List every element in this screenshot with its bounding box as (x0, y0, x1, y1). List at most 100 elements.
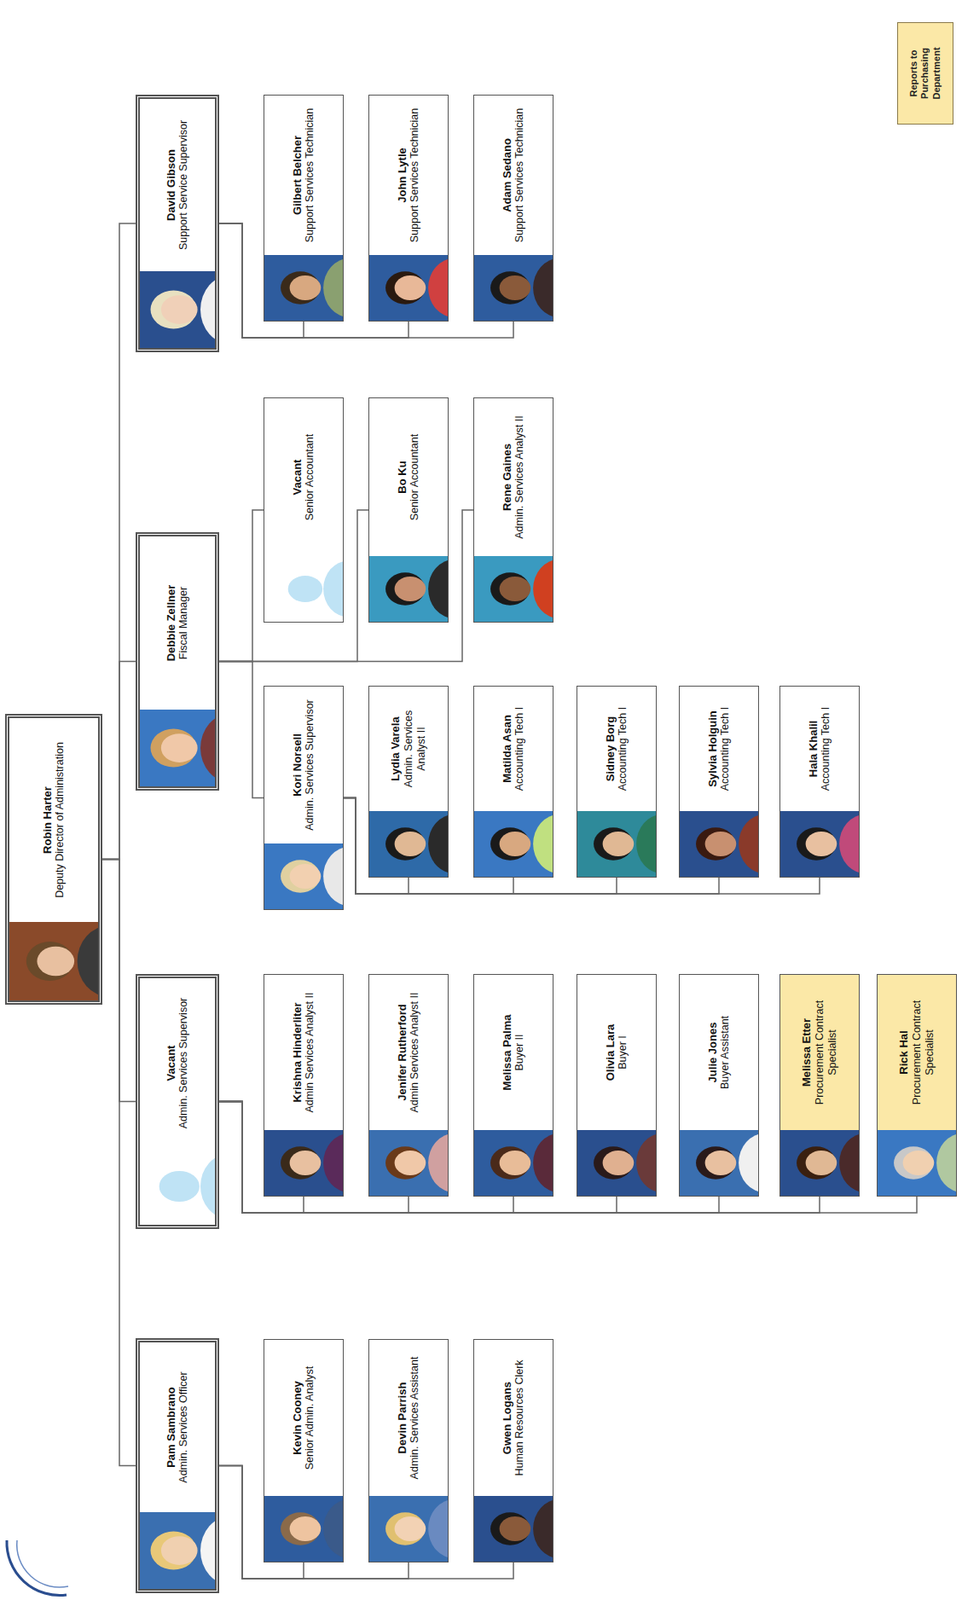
portrait-shoulders (839, 814, 859, 874)
portrait-frame (264, 843, 343, 910)
portrait-face (289, 275, 322, 301)
person-name: Devin Parrish (395, 1382, 410, 1455)
job-title: Human Resources Clerk (513, 1359, 527, 1476)
text-area: Rene GainesAdmin. Services Analyst II (474, 398, 553, 557)
text-area: Gwen LogansHuman Resources Clerk (474, 1339, 553, 1496)
portrait-shoulders (936, 1133, 957, 1193)
portrait-hair (385, 827, 425, 861)
portrait-face (903, 1150, 935, 1176)
portrait-shoulders (738, 814, 759, 874)
portrait-frame (369, 811, 448, 877)
job-title: Accounting Tech I (819, 707, 833, 791)
portrait-shoulders (428, 1499, 448, 1559)
portrait (369, 1130, 448, 1196)
person-name: Bo Ku (395, 460, 410, 493)
job-title: Buyer II (513, 1033, 527, 1071)
portrait (369, 254, 448, 321)
person-name: Sidney Borg (603, 716, 618, 783)
job-title: Deputy Director of Administration (53, 741, 67, 899)
job-title: Support Services Technician (303, 108, 317, 244)
portrait-shoulders (323, 1133, 343, 1193)
portrait (474, 556, 553, 622)
text-area: Rick HalProcurement Contract Specialist (877, 974, 957, 1131)
text-area: Pam SambranoAdmin. Services Officer (139, 1342, 215, 1513)
portrait-face (602, 831, 635, 857)
portrait-frame (139, 1512, 215, 1589)
portrait-hair (490, 1512, 530, 1546)
text-area: Bo KuSenior Accountant (369, 398, 448, 557)
portrait-frame (139, 1147, 215, 1225)
portrait-frame (264, 254, 343, 321)
job-title: Support Services Technician (408, 108, 422, 244)
text-area: Hala KhalilAccounting Tech I (780, 686, 859, 812)
portrait-face (499, 1150, 532, 1176)
portrait-hair (593, 827, 633, 861)
portrait-shoulders (77, 926, 99, 997)
job-title: Admin. Services Analyst II (513, 415, 527, 539)
portrait (139, 1512, 215, 1589)
job-title: Accounting Tech I (718, 707, 732, 791)
portrait (264, 1130, 343, 1196)
portrait (9, 921, 99, 1001)
person-name: Adam Sedano (500, 138, 515, 213)
portrait-face (805, 831, 838, 857)
portrait (369, 811, 448, 877)
portrait (474, 1130, 553, 1196)
portrait-hair (280, 1146, 320, 1180)
person-name: Rene Gaines (500, 443, 515, 511)
portrait (369, 556, 448, 622)
person-name: Hala Khalil (806, 720, 821, 777)
portrait-frame (139, 271, 215, 348)
vacant-silhouette (323, 561, 343, 617)
text-area: Melissa PalmaBuyer II (474, 974, 553, 1131)
portrait-shoulders (533, 258, 553, 318)
person-name: Gilbert Belcher (290, 135, 305, 215)
org-box: Melissa PalmaBuyer II (473, 973, 554, 1197)
org-connector (343, 798, 617, 895)
org-box: Pam SambranoAdmin. Services Officer (135, 1338, 220, 1594)
portrait-face (394, 576, 427, 602)
text-area: Olivia LaraBuyer I (577, 974, 656, 1131)
portrait-shoulders (323, 846, 343, 906)
portrait-face (499, 275, 532, 301)
portrait-shoulders (738, 1133, 759, 1193)
portrait-shoulders (200, 1516, 215, 1586)
org-box: Robin HarterDeputy Director of Administr… (5, 713, 103, 1005)
portrait-shoulders (636, 1133, 656, 1193)
text-area: Kori NorsellAdmin. Services Supervisor (264, 686, 343, 844)
portrait (264, 254, 343, 321)
org-box: John LytleSupport Services Technician (368, 94, 449, 322)
portrait (474, 811, 553, 877)
org-connector (219, 509, 264, 662)
portrait-frame (780, 811, 859, 877)
job-title: Admin. Services Supervisor (303, 699, 317, 831)
person-name: Matilda Asan (500, 714, 515, 783)
job-title: Admin. Services Supervisor (177, 997, 191, 1130)
portrait-face (499, 1516, 532, 1542)
portrait-frame (679, 1130, 759, 1196)
org-box: VacantSenior Accountant (263, 397, 344, 623)
org-box: David GibsonSupport Service Supervisor (135, 94, 220, 353)
portrait-hair (695, 827, 736, 861)
org-box: Hala KhalilAccounting Tech I (779, 685, 860, 878)
portrait-face (161, 1535, 198, 1565)
portrait-hair (490, 271, 530, 305)
portrait-frame (474, 556, 553, 622)
person-name: Gwen Logans (500, 1381, 515, 1455)
job-title: Admin Services Analyst II (408, 991, 422, 1113)
portrait (139, 1147, 215, 1225)
person-name: Debbie Zellner (164, 585, 179, 662)
portrait (577, 1130, 656, 1196)
portrait-face (705, 1150, 737, 1176)
portrait-hair (796, 1146, 836, 1180)
portrait-hair (280, 271, 320, 305)
portrait-frame (264, 1495, 343, 1562)
portrait-shoulders (428, 814, 448, 874)
org-box: Devin ParrishAdmin. Services Assistant (368, 1338, 449, 1563)
person-name: Robin Harter (40, 786, 55, 854)
portrait-hair (490, 827, 530, 861)
job-title: Support Services Technician (513, 108, 527, 244)
text-area: Sidney BorgAccounting Tech I (577, 686, 656, 812)
portrait-face (289, 1150, 322, 1176)
portrait-hair (385, 572, 425, 606)
